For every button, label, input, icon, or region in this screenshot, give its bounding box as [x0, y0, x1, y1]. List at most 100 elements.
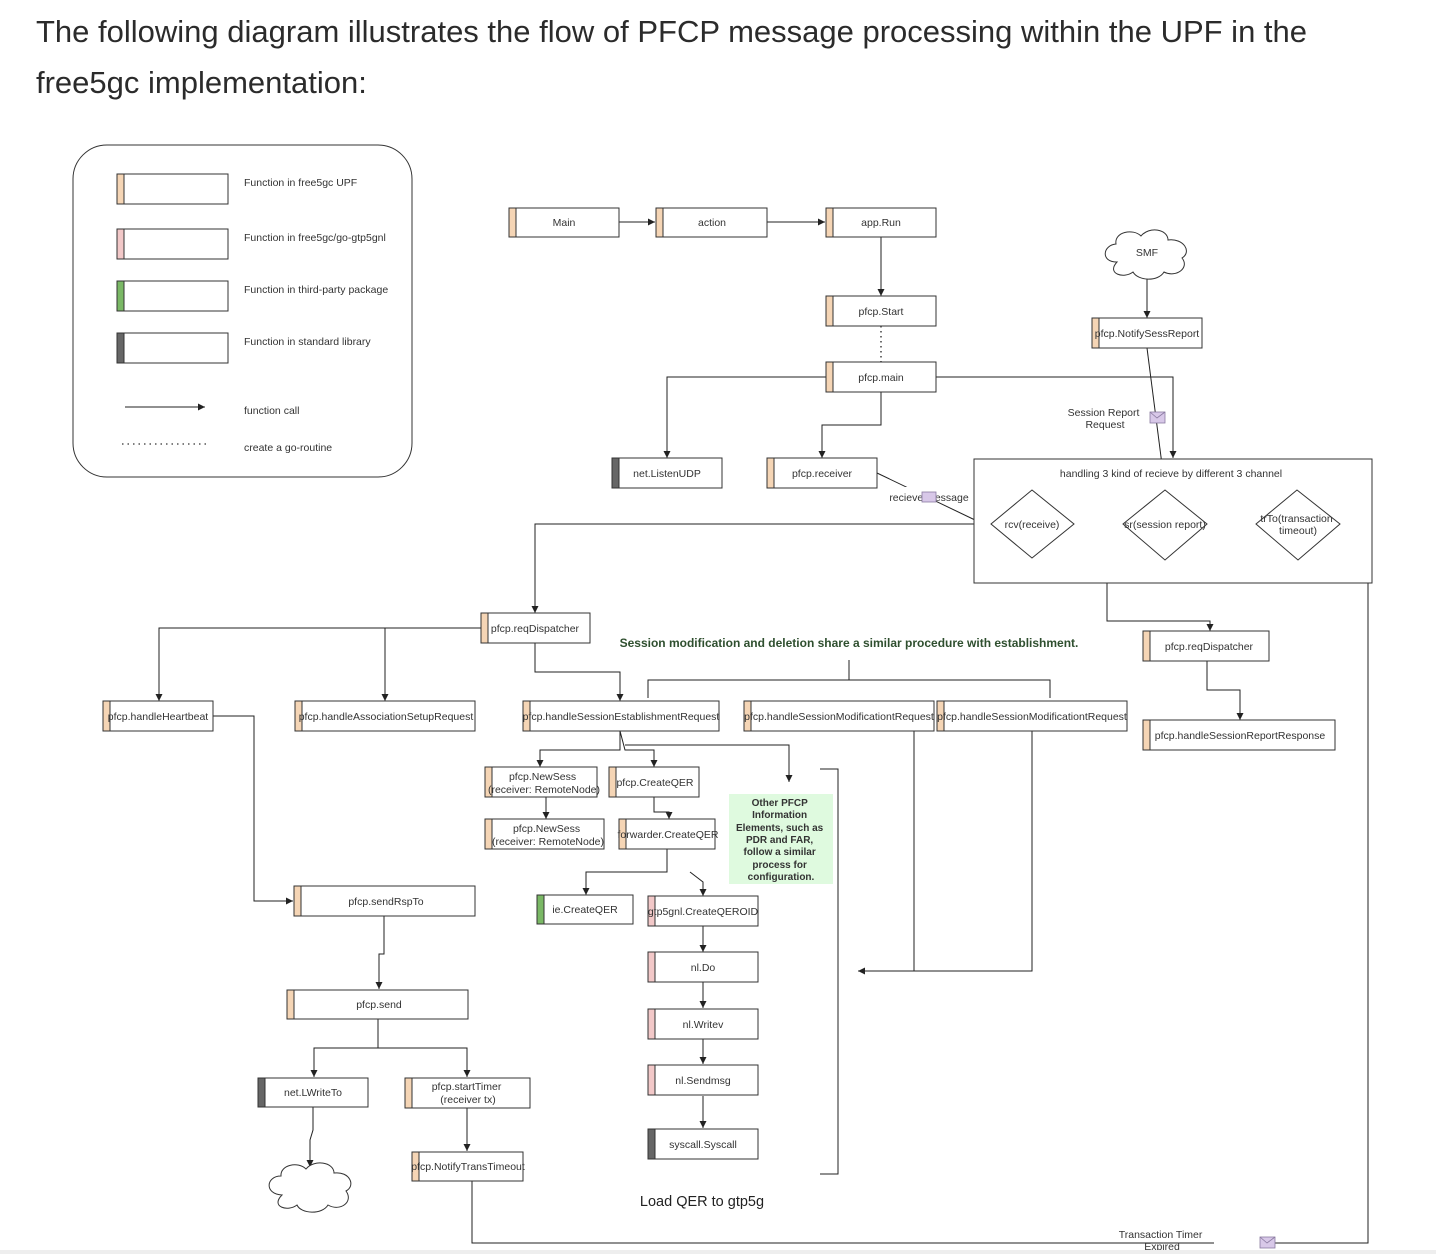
- node-nl-writev: nl.Writev: [647, 1008, 759, 1040]
- node-handle-session-modification-1-label: pfcp.handleSessionModificationtRequest: [744, 711, 934, 723]
- node-start-timer-line2: (receiver tx): [440, 1094, 495, 1106]
- legend-third-party-text: Function in third-party package: [244, 284, 388, 296]
- legend-swatch-gtp5gnl: [116, 228, 229, 260]
- other-ie-line-5: follow a similar: [743, 847, 815, 858]
- svg-text:pfcp.startTimer (recei: pfcp.startTimer (receiver tx): [432, 1081, 505, 1106]
- rcv-diamond: [990, 489, 1075, 559]
- node-pfcp-start: pfcp.Start: [825, 295, 937, 327]
- node-handle-session-establishment: pfcp.handleSessionEstablishmentRequest: [522, 700, 720, 732]
- node-handle-session-establishment-label: pfcp.handleSessionEstablishmentRequest: [523, 711, 720, 723]
- node-pfcp-receiver: pfcp.receiver: [766, 457, 878, 489]
- node-forwarder-create-qer-label: forwarder.CreateQER: [618, 829, 719, 841]
- svg-text:pfcp.NewSess (receiver: pfcp.NewSess (receiver: RemoteNode): [488, 771, 600, 796]
- node-new-sess-1-line1: pfcp.NewSess: [509, 771, 576, 783]
- node-handle-association-setup-label: pfcp.handleAssociationSetupRequest: [299, 711, 474, 723]
- node-main-label: Main: [553, 217, 576, 229]
- envelope-icon: [1259, 1236, 1276, 1249]
- legend-swatch-stdlib-strip: [116, 332, 125, 364]
- svg-text:trTo(transaction timeout: trTo(transaction timeout): [1260, 513, 1335, 537]
- channel-container: handling 3 kind of recieve by different …: [973, 458, 1373, 584]
- node-net-listen-udp: net.ListenUDP: [611, 457, 723, 489]
- node-net-write-to-label: net.LWriteTo: [284, 1087, 342, 1099]
- node-pfcp-main-label: pfcp.main: [858, 372, 904, 384]
- node-send-rsp-to-label: pfcp.sendRspTo: [348, 896, 423, 908]
- other-ie-line-2: Information: [752, 810, 807, 821]
- node-handle-session-report-response-label: pfcp.handleSessionReportResponse: [1155, 730, 1326, 742]
- node-action-label: action: [698, 217, 726, 229]
- legend-swatch-third-party: [116, 280, 229, 312]
- svg-text:Function in free5gc UPF: Function in free5gc UPF: [244, 177, 357, 189]
- tro-label-line2: timeout): [1279, 525, 1317, 537]
- svg-text:pfcp.NewSess (receiver: pfcp.NewSess (receiver: RemoteNode): [492, 823, 604, 848]
- node-main: Main: [508, 207, 620, 238]
- node-handle-session-modification-1: pfcp.handleSessionModificationtRequest: [743, 700, 935, 732]
- legend-gtp5gnl-text: Function in free5gc/go-gtp5gnl: [244, 232, 386, 244]
- svg-text:Other PFCP Information: Other PFCP Information Elements, such as…: [736, 798, 826, 883]
- session-report-label-line2: Request: [1085, 419, 1124, 431]
- node-new-sess-1-line2: (receiver: RemoteNode): [488, 784, 600, 796]
- node-gtp5gnl-create-qeroid-label: gtp5gnl.CreateQEROID: [648, 906, 759, 918]
- legend-swatch-upf-strip: [116, 173, 125, 205]
- node-new-sess-1: pfcp.NewSess (receiver: RemoteNode): [484, 766, 600, 798]
- node-notify-sess-report: pfcp.NotifySessReport: [1091, 317, 1203, 349]
- node-req-dispatcher-right-label: pfcp.reqDispatcher: [1165, 641, 1254, 653]
- sr-label: sr(session report): [1124, 519, 1206, 531]
- node-ie-create-qer: ie.CreateQER: [536, 894, 634, 925]
- node-pfcp-send: pfcp.send: [286, 989, 469, 1020]
- envelope-icon: [921, 491, 937, 503]
- other-ie-line-6: process for: [752, 860, 807, 871]
- network-cloud: [268, 1162, 352, 1213]
- sr-diamond: [1122, 489, 1208, 561]
- node-handle-heartbeat: pfcp.handleHeartbeat: [102, 700, 214, 732]
- legend-swatch-upf: [116, 173, 229, 205]
- tro-diamond: [1255, 489, 1341, 561]
- node-notify-trans-timeout: pfcp.NotifyTransTimeout: [411, 1151, 525, 1182]
- legend-swatch-gtp5gnl-strip: [116, 228, 125, 260]
- node-pfcp-send-label: pfcp.send: [356, 999, 402, 1011]
- page-bottom-strip: [0, 1250, 1436, 1254]
- other-ie-line-4: PDR and FAR,: [746, 835, 813, 846]
- other-ie-line-3: Elements, such as: [736, 823, 824, 834]
- legend-swatch-third-party-strip: [116, 280, 125, 312]
- legend-goroutine-text: create a go-routine: [244, 442, 332, 454]
- intro-paragraph: The following diagram illustrates the fl…: [36, 14, 1308, 100]
- node-new-sess-2-line1: pfcp.NewSess: [513, 823, 580, 835]
- legend-upf-text: Function in free5gc UPF: [244, 177, 357, 189]
- legend-swatch-stdlib: [116, 332, 229, 364]
- nodes: Main action app.Run pfcp.Start pfcp.main: [102, 207, 1336, 1182]
- node-handle-heartbeat-label: pfcp.handleHeartbeat: [108, 711, 208, 723]
- node-new-sess-2: pfcp.NewSess (receiver: RemoteNode): [484, 818, 605, 850]
- node-pfcp-start-label: pfcp.Start: [859, 306, 904, 318]
- node-handle-association-setup: pfcp.handleAssociationSetupRequest: [294, 700, 476, 732]
- node-action: action: [655, 207, 768, 238]
- node-nl-sendmsg-label: nl.Sendmsg: [675, 1075, 731, 1087]
- legend: Function in free5gc UPF Function in free…: [72, 144, 413, 478]
- node-send-rsp-to: pfcp.sendRspTo: [293, 885, 476, 917]
- node-notify-sess-report-label: pfcp.NotifySessReport: [1095, 328, 1200, 340]
- node-app-run: app.Run: [825, 207, 937, 238]
- other-ie-note: Other PFCP Information Elements, such as…: [729, 794, 833, 884]
- node-gtp5gnl-create-qeroid: gtp5gnl.CreateQEROID: [647, 895, 759, 927]
- smf-label: SMF: [1136, 247, 1158, 259]
- session-report-label-line1: Session Report: [1068, 407, 1140, 419]
- node-app-run-label: app.Run: [861, 217, 901, 229]
- other-ie-line-1: Other PFCP: [752, 798, 808, 809]
- smf-cloud: SMF: [1104, 229, 1187, 280]
- node-nl-do: nl.Do: [647, 951, 759, 983]
- legend-stdlib-text: Function in standard library: [244, 336, 371, 348]
- node-new-sess-2-line2: (receiver: RemoteNode): [492, 836, 604, 848]
- channel-title: handling 3 kind of recieve by different …: [1060, 468, 1282, 480]
- node-pfcp-create-qer-label: pfcp.CreateQER: [616, 777, 693, 789]
- timer-expired-label-line1: Transaction Timer: [1119, 1229, 1203, 1241]
- node-req-dispatcher-left-label: pfcp.reqDispatcher: [491, 623, 580, 635]
- node-net-listen-udp-label: net.ListenUDP: [633, 468, 701, 480]
- node-net-write-to: net.LWriteTo: [257, 1077, 369, 1108]
- svg-text:Function in standard library: Function in standard library: [244, 336, 371, 348]
- node-pfcp-create-qer: pfcp.CreateQER: [608, 766, 700, 798]
- rcv-label: rcv(receive): [1005, 519, 1060, 531]
- envelope-icon: [1149, 411, 1166, 424]
- node-syscall-syscall-label: syscall.Syscall: [669, 1139, 737, 1151]
- node-start-timer-line1: pfcp.startTimer: [432, 1081, 502, 1093]
- node-handle-session-modification-2-label: pfcp.handleSessionModificationtRequest: [937, 711, 1127, 723]
